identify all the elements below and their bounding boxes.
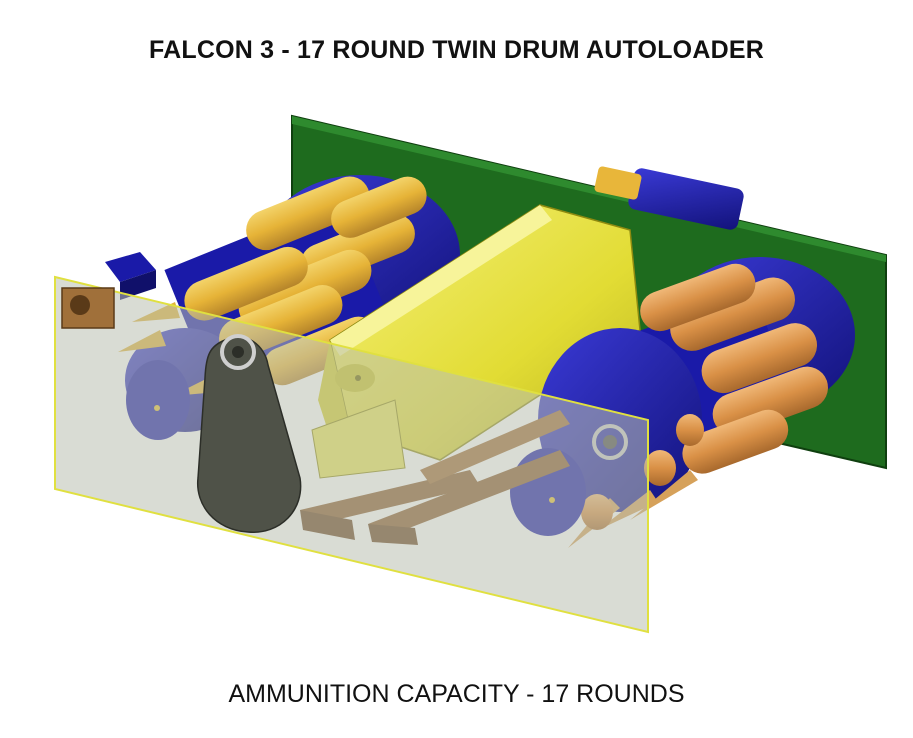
rear-drive-motor	[594, 166, 744, 230]
left-mount-bracket	[61, 287, 115, 329]
left-drum-round	[184, 246, 308, 321]
left-actuator	[105, 252, 156, 300]
front-mounting-panel	[54, 275, 649, 634]
swing-arm	[197, 334, 302, 533]
page-title: FALCON 3 - 17 ROUND TWIN DRUM AUTOLOADER	[149, 36, 764, 64]
left-drum-round	[246, 176, 370, 251]
left-drum-round	[331, 176, 427, 238]
capacity-caption: AMMUNITION CAPACITY - 17 ROUNDS	[228, 680, 685, 708]
